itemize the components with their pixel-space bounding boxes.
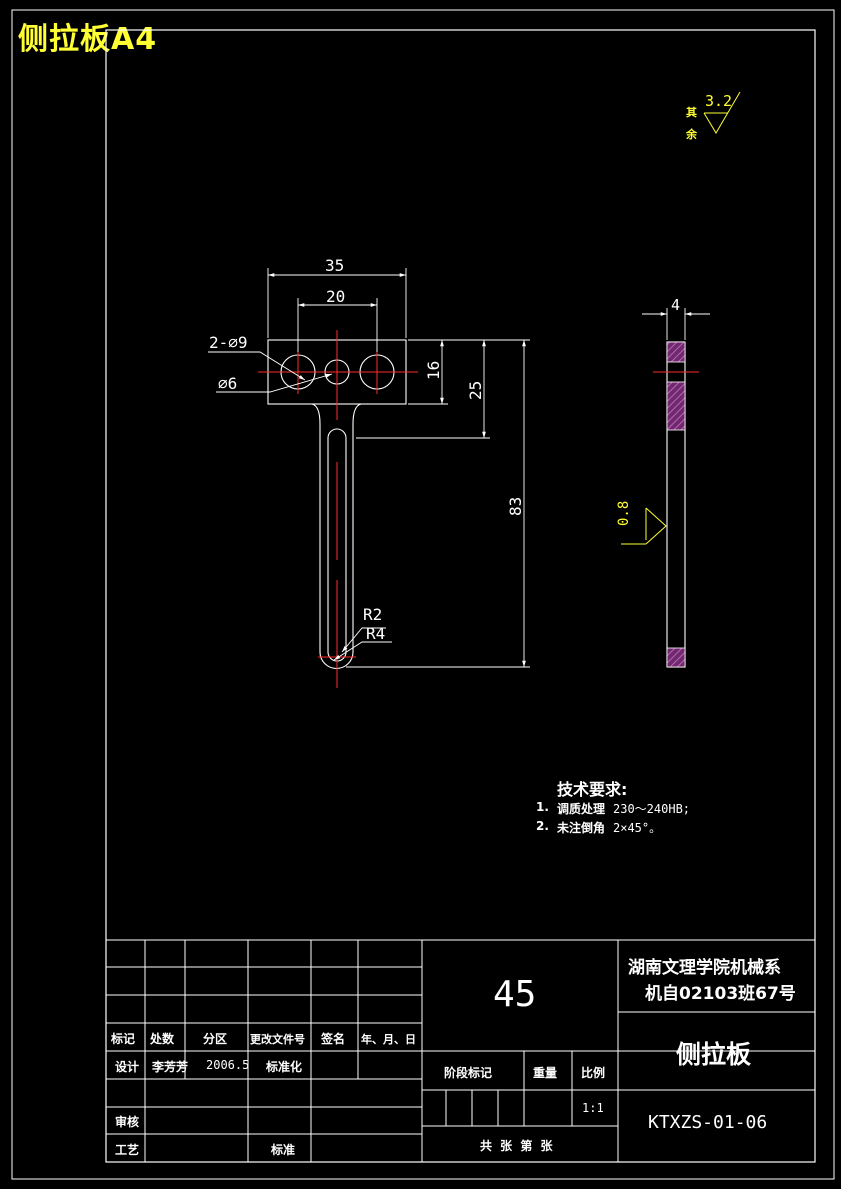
design-label: 设计	[115, 1060, 140, 1074]
dim-holes: 2-⌀9	[209, 333, 248, 352]
dim-r2: R2	[363, 605, 383, 624]
sheet-title: 侧拉板A4	[18, 22, 158, 57]
roughness-other-label-2: 余	[686, 128, 697, 141]
dim-35: 35	[325, 256, 345, 275]
side-view	[621, 308, 710, 668]
header-mark: 标记	[111, 1032, 136, 1046]
dim-83: 83	[506, 496, 525, 516]
header-date: 年、月、日	[361, 1033, 416, 1046]
sheets-label: 共 张 第 张	[480, 1139, 555, 1153]
scale-label: 比例	[581, 1066, 606, 1080]
tech-item1-num: 1.	[536, 800, 549, 814]
roughness-other-label-1: 其	[686, 106, 697, 119]
dim-20: 20	[326, 287, 346, 306]
dimension-lines-front	[208, 268, 530, 668]
inner-border	[105, 29, 816, 1163]
part-name: 侧拉板	[676, 1040, 752, 1069]
tech-heading: 技术要求:	[557, 780, 628, 799]
header-count: 处数	[150, 1032, 175, 1046]
dim-4: 4	[671, 296, 681, 314]
tech-item2-value: 2×45°。	[613, 821, 662, 835]
class-number: 机自02103班67号	[645, 984, 796, 1004]
tech-item1-value: 230～240HB;	[613, 802, 691, 816]
review-label: 审核	[115, 1115, 140, 1129]
center-lines-front	[258, 330, 418, 688]
weight-label: 重量	[533, 1066, 558, 1080]
stage-mark-label: 阶段标记	[444, 1066, 493, 1080]
tech-item1-text: 调质处理	[557, 802, 606, 816]
material: 45	[493, 974, 537, 1015]
standardize-label: 标准化	[266, 1060, 303, 1074]
header-sign: 签名	[321, 1032, 346, 1046]
roughness-surface-value: 0.8	[616, 500, 632, 526]
roughness-symbol-general	[703, 91, 741, 134]
roughness-general-value: 3.2	[705, 92, 733, 110]
tech-item2-num: 2.	[536, 819, 549, 833]
dim-25: 25	[466, 380, 485, 400]
process-label: 工艺	[115, 1143, 140, 1157]
drawing-number: KTXZS-01-06	[648, 1112, 768, 1133]
title-block-grid	[106, 939, 815, 1162]
design-date: 2006.5	[206, 1058, 250, 1072]
dim-16: 16	[424, 360, 443, 380]
outer-border	[11, 9, 835, 1180]
header-zone: 分区	[203, 1032, 228, 1046]
tech-item2-text: 未注倒角	[557, 821, 606, 835]
dim-hole-small: ⌀6	[218, 374, 238, 393]
approve-label: 标准	[271, 1143, 296, 1157]
dim-r4: R4	[366, 624, 386, 643]
scale-value: 1:1	[582, 1101, 604, 1115]
designer-name: 李芳芳	[152, 1060, 189, 1074]
school-name: 湖南文理学院机械系	[628, 958, 781, 978]
header-docno: 更改文件号	[250, 1033, 305, 1046]
